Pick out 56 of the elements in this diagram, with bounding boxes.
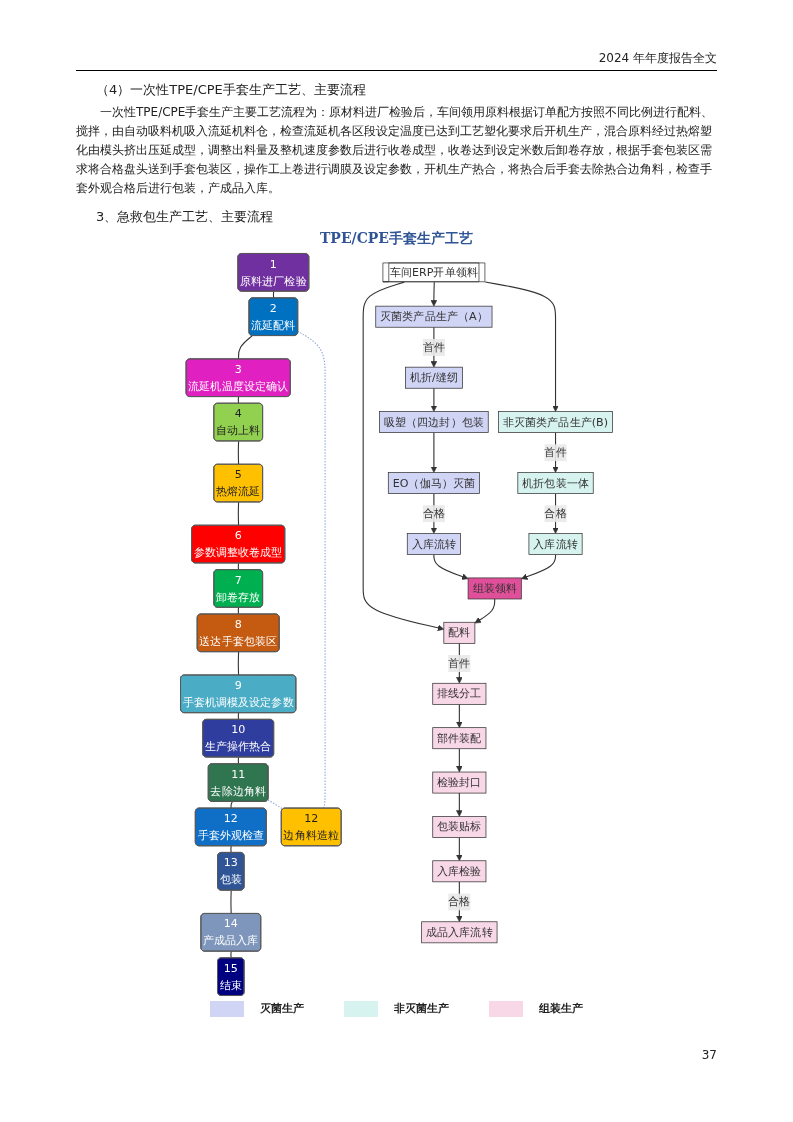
arrow [433, 554, 469, 580]
connector [237, 651, 240, 676]
arrow [552, 432, 559, 473]
diagram-title: TPE/CPE手套生产工艺 [318, 230, 475, 248]
arrow [430, 326, 438, 368]
node-box: 入库检验 [432, 860, 487, 883]
legend-label: 灭菌生产 [260, 1002, 304, 1015]
arrow [456, 642, 463, 684]
legend-label: 非灭菌生产 [394, 1002, 449, 1015]
arrow [456, 836, 463, 862]
connector [230, 845, 232, 854]
node-box: 入库流转 [528, 533, 583, 555]
node-box: 灭菌类产品生产（A） [375, 305, 493, 328]
node-box: 部件装配 [432, 727, 487, 750]
connector [237, 440, 240, 466]
edge-label: 合格 [422, 506, 445, 521]
arrow [474, 598, 496, 624]
node-box: 组装领料 [467, 577, 522, 600]
node-box: 入库流转 [406, 533, 461, 555]
arrow [430, 432, 438, 473]
edge-label: 首件 [544, 445, 567, 460]
node-box: 非灭菌类产品生产(B) [498, 411, 613, 433]
node-box: 包装贴标 [432, 816, 487, 838]
connector [230, 801, 233, 809]
node-box: 检验封口 [432, 771, 487, 794]
node-box: 机折包装一体 [517, 472, 594, 494]
arrow [362, 281, 445, 632]
edge-label: 首件 [448, 656, 471, 670]
edge-label: 首件 [422, 340, 445, 354]
arrow [456, 703, 463, 728]
arrow [430, 387, 438, 412]
node-box: 配料 [443, 621, 476, 644]
paragraph: 一次性TPE/CPE手套生产主要工艺流程为：原材料进厂检验后，车间领用原料根据订单配方按照不同比例进行配料、搅拌，由自动吸料机吸入流延机料仓，检查流延机各区段设定温度已达到工艺塑化要求后开机生产，混合原料经过热熔塑化由模头挤出压延成型，调整出料量及整机速度参数后进行收卷成型，收卷达到设定米数后卸卷存放，根据手套包装区需求将合格盘头送到手套包装区，操作工上卷进行调膜及设定参数，开机生产热合，将热合后手套去除热合边角料，检查手套外观合格后进行包装，产成品入库。 [76, 104, 715, 197]
arrow [552, 493, 559, 534]
node-box: 排线分工 [432, 682, 487, 705]
connector [237, 501, 240, 527]
node-box: 吸塑（四边封）包装 [379, 411, 489, 433]
page-number: 37 [701, 1048, 717, 1062]
arrow [456, 748, 463, 773]
edge-label: 合格 [448, 894, 471, 909]
arrow [521, 554, 557, 580]
node-box: 成品入库流转 [421, 921, 498, 944]
connector [230, 950, 232, 959]
arrow [430, 281, 438, 307]
page-header: 2024 年年度报告全文 [76, 0, 717, 71]
section-heading: （4）一次性TPE/CPE手套生产工艺、主要流程 [96, 81, 367, 99]
connector [237, 335, 253, 360]
section-heading: 3、急救包生产工艺、主要流程 [96, 208, 275, 226]
node-box: 机折/缝纫 [405, 366, 463, 389]
arrow [484, 281, 559, 412]
arrow [430, 493, 438, 534]
node-box: EO（伽马）灭菌 [387, 472, 480, 494]
legend-label: 组装生产 [539, 1002, 583, 1015]
edge-label: 合格 [544, 506, 567, 521]
arrow [456, 792, 463, 817]
connector [230, 889, 232, 915]
